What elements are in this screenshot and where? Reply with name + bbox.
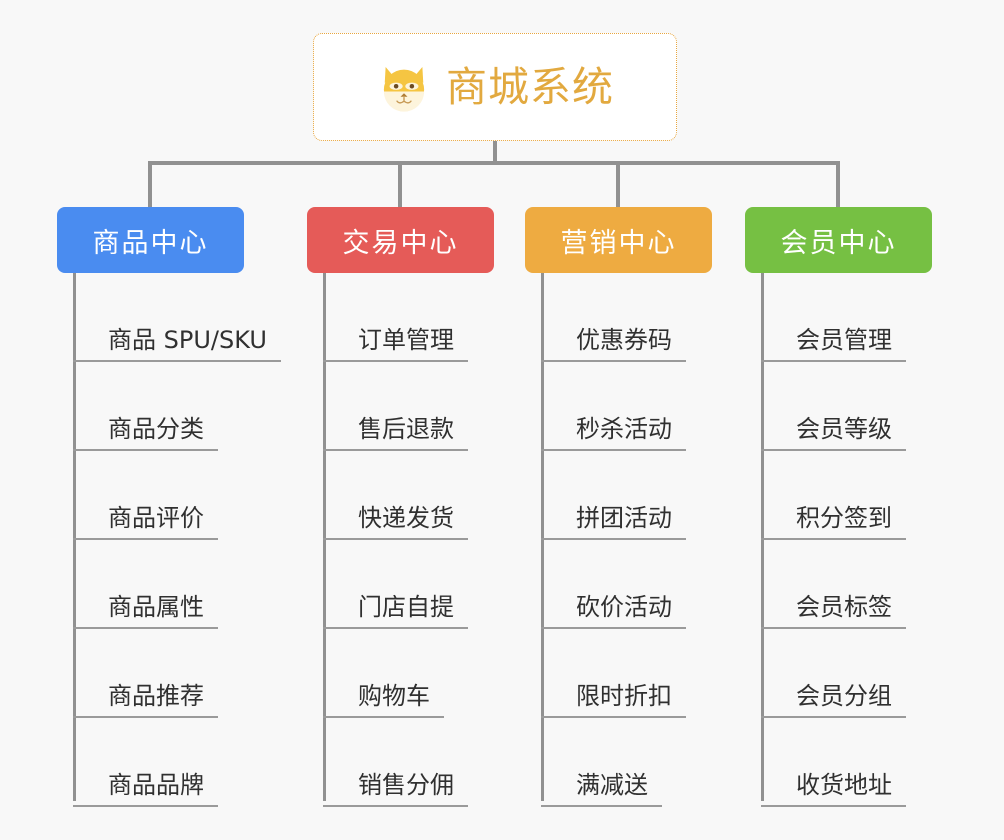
leaf-rule: [73, 716, 218, 718]
leaf-label: 商品品牌: [108, 770, 204, 799]
drop-connector-1: [148, 161, 152, 207]
leaf-rule: [761, 805, 906, 807]
shiba-dog-emoji: [376, 60, 432, 116]
leaf-rule: [73, 449, 218, 451]
leaf-label: 积分签到: [796, 503, 892, 532]
leaf-item[interactable]: 会员等级: [761, 362, 906, 451]
leaf-item[interactable]: 秒杀活动: [541, 362, 686, 451]
leaf-item[interactable]: 会员管理: [761, 273, 906, 362]
leaf-label: 快递发货: [358, 503, 454, 532]
category-label: 交易中心: [342, 227, 459, 259]
leaf-item[interactable]: 商品品牌: [73, 718, 218, 807]
leaf-item[interactable]: 销售分佣: [323, 718, 468, 807]
leaf-label: 优惠券码: [576, 325, 672, 354]
leaf-label: 限时折扣: [576, 681, 672, 710]
leaf-label: 会员管理: [796, 325, 892, 354]
leaf-rule: [323, 360, 468, 362]
leaf-label: 购物车: [358, 681, 430, 710]
category-box-trade[interactable]: 交易中心: [307, 207, 494, 273]
leaf-label: 会员分组: [796, 681, 892, 710]
category-label: 会员中心: [780, 227, 897, 259]
leaf-item[interactable]: 商品评价: [73, 451, 218, 540]
leaf-item[interactable]: 商品 SPU/SKU: [73, 273, 281, 362]
leaf-rule: [541, 360, 686, 362]
leaf-rule: [323, 716, 444, 718]
leaf-rule: [541, 538, 686, 540]
branch-spine: [541, 273, 544, 801]
leaf-rule: [73, 805, 218, 807]
root-title: 商城系统: [446, 62, 614, 111]
leaf-item[interactable]: 拼团活动: [541, 451, 686, 540]
leaf-label: 拼团活动: [576, 503, 672, 532]
leaf-rule: [323, 449, 468, 451]
leaf-label: 销售分佣: [358, 770, 454, 799]
leaf-label: 商品推荐: [108, 681, 204, 710]
leaf-label: 商品属性: [108, 592, 204, 621]
leaf-item[interactable]: 购物车: [323, 629, 444, 718]
category-box-member[interactable]: 会员中心: [745, 207, 932, 273]
leaf-label: 商品 SPU/SKU: [108, 325, 267, 354]
leaf-rule: [761, 538, 906, 540]
leaf-rule: [761, 449, 906, 451]
leaf-rule: [541, 449, 686, 451]
leaf-label: 满减送: [576, 770, 648, 799]
leaf-rule: [761, 627, 906, 629]
leaf-rule: [323, 805, 468, 807]
drop-connector-4: [836, 161, 840, 207]
leaf-label: 商品评价: [108, 503, 204, 532]
leaf-label: 秒杀活动: [576, 414, 672, 443]
category-label: 营销中心: [560, 227, 677, 259]
leaf-item[interactable]: 商品属性: [73, 540, 218, 629]
leaf-item[interactable]: 收货地址: [761, 718, 906, 807]
leaf-item[interactable]: 会员分组: [761, 629, 906, 718]
branch-spine: [323, 273, 326, 801]
leaf-label: 砍价活动: [576, 592, 672, 621]
leaf-rule: [73, 538, 218, 540]
leaf-rule: [73, 627, 218, 629]
leaf-item[interactable]: 优惠券码: [541, 273, 686, 362]
leaf-item[interactable]: 限时折扣: [541, 629, 686, 718]
leaf-rule: [73, 360, 281, 362]
leaf-rule: [541, 627, 686, 629]
branch-spine: [761, 273, 764, 801]
leaf-label: 售后退款: [358, 414, 454, 443]
leaf-item[interactable]: 商品推荐: [73, 629, 218, 718]
drop-connector-2: [398, 161, 402, 207]
leaf-label: 门店自提: [358, 592, 454, 621]
root-node[interactable]: 商城系统: [313, 33, 677, 141]
leaf-item[interactable]: 会员标签: [761, 540, 906, 629]
leaf-rule: [541, 716, 686, 718]
leaf-rule: [323, 538, 468, 540]
leaf-item[interactable]: 积分签到: [761, 451, 906, 540]
drop-connector-3: [616, 161, 620, 207]
leaf-rule: [761, 716, 906, 718]
leaf-item[interactable]: 订单管理: [323, 273, 468, 362]
leaf-item[interactable]: 门店自提: [323, 540, 468, 629]
leaf-item[interactable]: 砍价活动: [541, 540, 686, 629]
branch-spine: [73, 273, 76, 801]
leaf-label: 订单管理: [358, 325, 454, 354]
leaf-rule: [761, 360, 906, 362]
leaf-item[interactable]: 满减送: [541, 718, 662, 807]
leaf-label: 商品分类: [108, 414, 204, 443]
leaf-item[interactable]: 售后退款: [323, 362, 468, 451]
leaf-label: 收货地址: [796, 770, 892, 799]
root-stem-connector: [493, 141, 497, 164]
leaf-label: 会员等级: [796, 414, 892, 443]
category-box-marketing[interactable]: 营销中心: [525, 207, 712, 273]
category-label: 商品中心: [92, 227, 209, 259]
horizontal-bus-connector: [149, 161, 840, 165]
leaf-item[interactable]: 商品分类: [73, 362, 218, 451]
leaf-rule: [323, 627, 468, 629]
category-box-product[interactable]: 商品中心: [57, 207, 244, 273]
leaf-rule: [541, 805, 662, 807]
leaf-item[interactable]: 快递发货: [323, 451, 468, 540]
leaf-label: 会员标签: [796, 592, 892, 621]
